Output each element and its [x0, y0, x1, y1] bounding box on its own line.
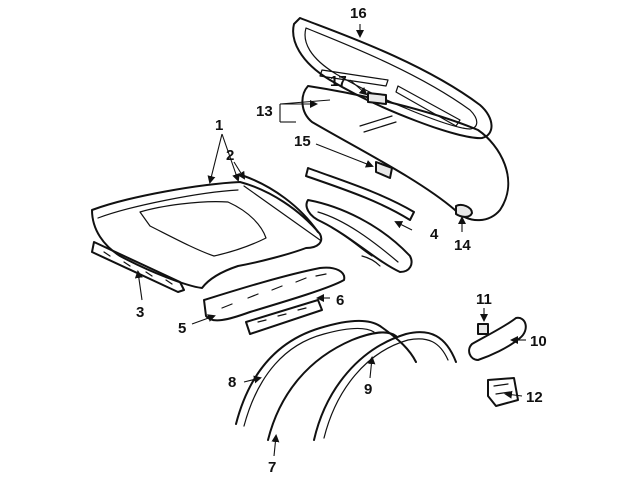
part-5-rear-bow [203, 266, 346, 322]
part-1-roof-panel [91, 181, 323, 289]
rear-panel [305, 199, 413, 273]
callout-10: 10 [530, 333, 547, 350]
callout-17: 17 [330, 73, 347, 90]
part-2-molding [243, 175, 319, 233]
part-3-front-header [91, 241, 185, 293]
part-11-clip [477, 323, 489, 335]
part-14-stop [455, 203, 473, 218]
callout-6: 6 [336, 292, 344, 309]
part-9-roof-rail [313, 331, 457, 441]
callout-7: 7 [268, 459, 276, 476]
part-16-weatherstrip [292, 17, 493, 140]
callout-14: 14 [454, 237, 471, 254]
callout-labels: 1 2 3 4 5 6 7 8 9 10 11 12 13 14 15 16 1… [136, 5, 547, 476]
part-17-clip [367, 92, 387, 105]
part-13-rear-glass [301, 85, 510, 222]
part-12-bracket [487, 377, 519, 407]
leader-lines [134, 24, 526, 457]
part-8-side-rail [235, 320, 417, 427]
part-4-molding [305, 167, 415, 221]
callout-12: 12 [526, 389, 543, 406]
callout-4: 4 [430, 226, 439, 243]
part-10-trim [468, 316, 527, 361]
callout-8: 8 [228, 374, 236, 391]
callout-15: 15 [294, 133, 311, 150]
callout-3: 3 [136, 304, 144, 321]
callout-5: 5 [178, 320, 186, 337]
part-7-outer-rail [267, 331, 397, 441]
callout-1: 1 [215, 117, 223, 134]
callout-16: 16 [350, 5, 367, 22]
part-15-clip [375, 161, 393, 179]
part-6-reinforcement [245, 299, 323, 335]
callout-9: 9 [364, 381, 372, 398]
callout-13: 13 [256, 103, 273, 120]
callout-11: 11 [476, 291, 492, 308]
callout-2: 2 [226, 147, 234, 164]
